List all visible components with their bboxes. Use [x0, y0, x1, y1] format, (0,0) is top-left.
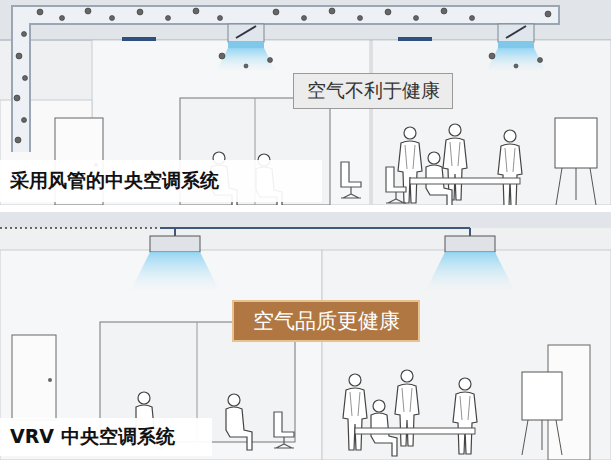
label-text: VRV 中央空调系统	[10, 424, 175, 450]
label-text: 空气品质更健康	[253, 307, 400, 335]
warning-label: 空气不利于健康	[293, 73, 453, 109]
label-text: 采用风管的中央空调系统	[10, 168, 219, 194]
label-text: 空气不利于健康	[307, 78, 440, 104]
panel-title: 采用风管的中央空调系统	[0, 160, 322, 202]
benefit-label: 空气品质更健康	[232, 300, 420, 342]
panel-title: VRV 中央空调系统	[0, 418, 212, 456]
